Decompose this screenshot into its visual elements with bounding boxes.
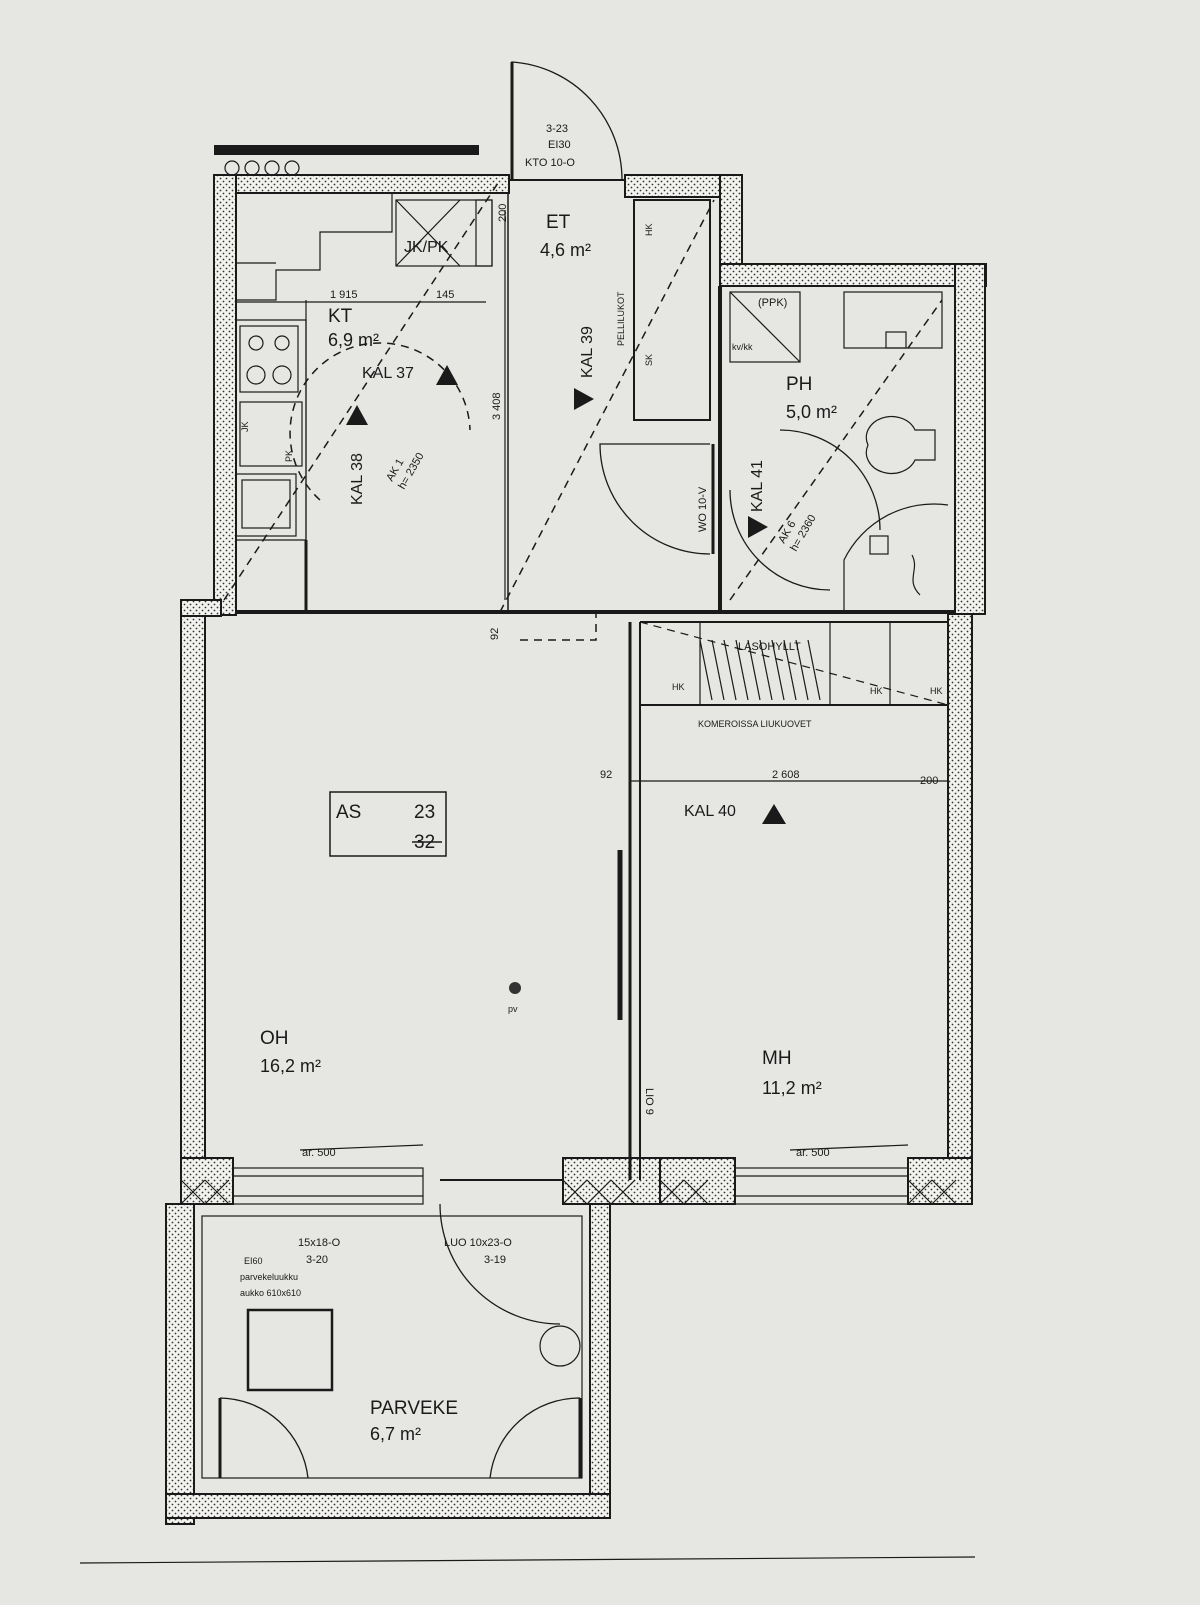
dim-ar500-oh: ar. 500 xyxy=(302,1147,336,1159)
window-mh xyxy=(734,1144,909,1205)
label-lasohyllt: LASOHYLLT xyxy=(738,641,801,653)
wall-top-cap xyxy=(214,145,479,155)
hatch-tag-3: aukko 610x610 xyxy=(240,1288,301,1298)
room-et-name: ET xyxy=(546,212,571,233)
room-oh-area: 16,2 m² xyxy=(260,1056,321,1076)
entry-closet xyxy=(633,199,711,421)
door-tag-lio: LIO 9 xyxy=(643,1088,655,1115)
mark-kal40: KAL 40 xyxy=(684,803,736,820)
vent-icon xyxy=(509,982,521,994)
room-oh-name: OH xyxy=(260,1028,289,1049)
dashed-door-marker xyxy=(520,612,597,641)
dim-3408: 3 408 xyxy=(491,392,503,420)
dim-2608: 2 608 xyxy=(772,769,800,781)
window-tag-1: 15x18-O xyxy=(298,1237,341,1249)
entry-door-tag-2: EI30 xyxy=(548,139,571,151)
wall-bath-top xyxy=(719,263,987,287)
room-et-area: 4,6 m² xyxy=(540,240,591,260)
mark-kal41: KAL 41 xyxy=(749,460,766,512)
room-ph-name: PH xyxy=(786,374,812,395)
entry-door-tag-3: KTO 10-O xyxy=(525,157,575,169)
label-kv: kv/kk xyxy=(732,342,753,352)
balcony-interior xyxy=(201,1215,583,1479)
facade-crosses xyxy=(180,1179,957,1205)
kitchen-cabinets xyxy=(235,193,493,541)
wall-bottom-mid xyxy=(562,1157,669,1205)
sheet-rule xyxy=(79,1556,976,1564)
label-pv: pv xyxy=(508,1004,518,1014)
dim-200a: 200 xyxy=(497,204,509,222)
wall-right-lower xyxy=(947,613,973,1165)
dashed-entry xyxy=(499,199,715,613)
label-sk: SK xyxy=(644,354,654,366)
room-kt-name: KT xyxy=(328,306,353,327)
window-tag-2: 3-20 xyxy=(306,1254,328,1266)
room-mh-name: MH xyxy=(762,1048,792,1069)
ph-floor-arc xyxy=(779,429,881,531)
kal37-marker-icon xyxy=(436,365,458,385)
room-mh-area: 11,2 m² xyxy=(762,1078,822,1098)
wall-balcony-right xyxy=(589,1203,611,1495)
room-ph-area: 5,0 m² xyxy=(786,402,837,422)
closet-hatching xyxy=(639,621,949,706)
wall-bottom-left xyxy=(180,1157,234,1205)
hatch-tag-2: parvekeluukku xyxy=(240,1272,298,1282)
dim-200b: 200 xyxy=(920,775,938,787)
bath-door-swing xyxy=(599,443,711,555)
label-jk: JK xyxy=(240,421,250,432)
wall-bottom-right xyxy=(907,1157,973,1205)
label-hk-1: HK xyxy=(672,682,685,692)
wall-top-kitchen xyxy=(213,174,510,194)
as-label: AS xyxy=(336,802,361,823)
kal39-marker-icon xyxy=(574,388,594,410)
kal41-marker-icon xyxy=(748,516,768,538)
kal38-marker-icon xyxy=(346,405,368,425)
label-ppk: (PPK) xyxy=(758,297,787,309)
room-parveke-area: 6,7 m² xyxy=(370,1424,421,1444)
ph-drain-arc xyxy=(729,489,831,591)
as-box xyxy=(329,791,447,857)
bath-fixtures xyxy=(729,291,949,612)
wall-left-step xyxy=(180,599,222,617)
label-jkpk: JK/PK xyxy=(404,239,449,256)
wall-left-upper xyxy=(213,174,237,616)
wall-balcony-left xyxy=(165,1203,195,1525)
wall-right-upper xyxy=(954,263,986,615)
label-pk: PK xyxy=(284,450,294,462)
door-tag-luo-1: LUO 10x23-O xyxy=(444,1237,512,1249)
mark-kal39: KAL 39 xyxy=(579,326,596,378)
label-hk-3: HK xyxy=(930,686,943,696)
label-hk-et: HK xyxy=(644,223,654,236)
mark-kal38a: KAL 38 xyxy=(349,453,366,505)
label-komerot: KOMEROISSA LIUKUOVET xyxy=(698,719,812,729)
dim-1915: 1 915 xyxy=(330,289,358,301)
window-oh xyxy=(232,1144,424,1205)
room-kt-area: 6,9 m² xyxy=(328,330,379,350)
wall-bottom-mid2 xyxy=(659,1157,736,1205)
label-pellilukot: PELLILUKOT xyxy=(616,291,626,346)
entry-door-tag-1: 3-23 xyxy=(546,123,568,135)
as-number: 23 xyxy=(414,802,435,823)
door-tag-luo-2: 3-19 xyxy=(484,1254,506,1266)
dim-ar500-mh: ar. 500 xyxy=(796,1147,830,1159)
balcony-door-swing xyxy=(439,1203,561,1325)
label-hk-2: HK xyxy=(870,686,883,696)
room-parveke-name: PARVEKE xyxy=(370,1398,458,1419)
wall-entry-right xyxy=(719,174,743,268)
dim-145: 145 xyxy=(436,289,454,301)
wall-balcony-bottom xyxy=(165,1493,611,1519)
kal40-marker-icon xyxy=(762,804,786,824)
dashed-bath xyxy=(729,299,943,601)
dim-92a: 92 xyxy=(489,628,501,640)
mark-kal37: KAL 37 xyxy=(362,365,414,382)
dim-92b: 92 xyxy=(600,769,612,781)
as-struck-number: 32 xyxy=(414,832,435,853)
wall-left-lower xyxy=(180,609,206,1171)
hatch-tag-1: EI60 xyxy=(244,1256,263,1266)
door-tag-wo: WO 10-V xyxy=(697,486,709,532)
entry-door-swing xyxy=(511,61,623,181)
kitchen-burners xyxy=(224,160,300,176)
